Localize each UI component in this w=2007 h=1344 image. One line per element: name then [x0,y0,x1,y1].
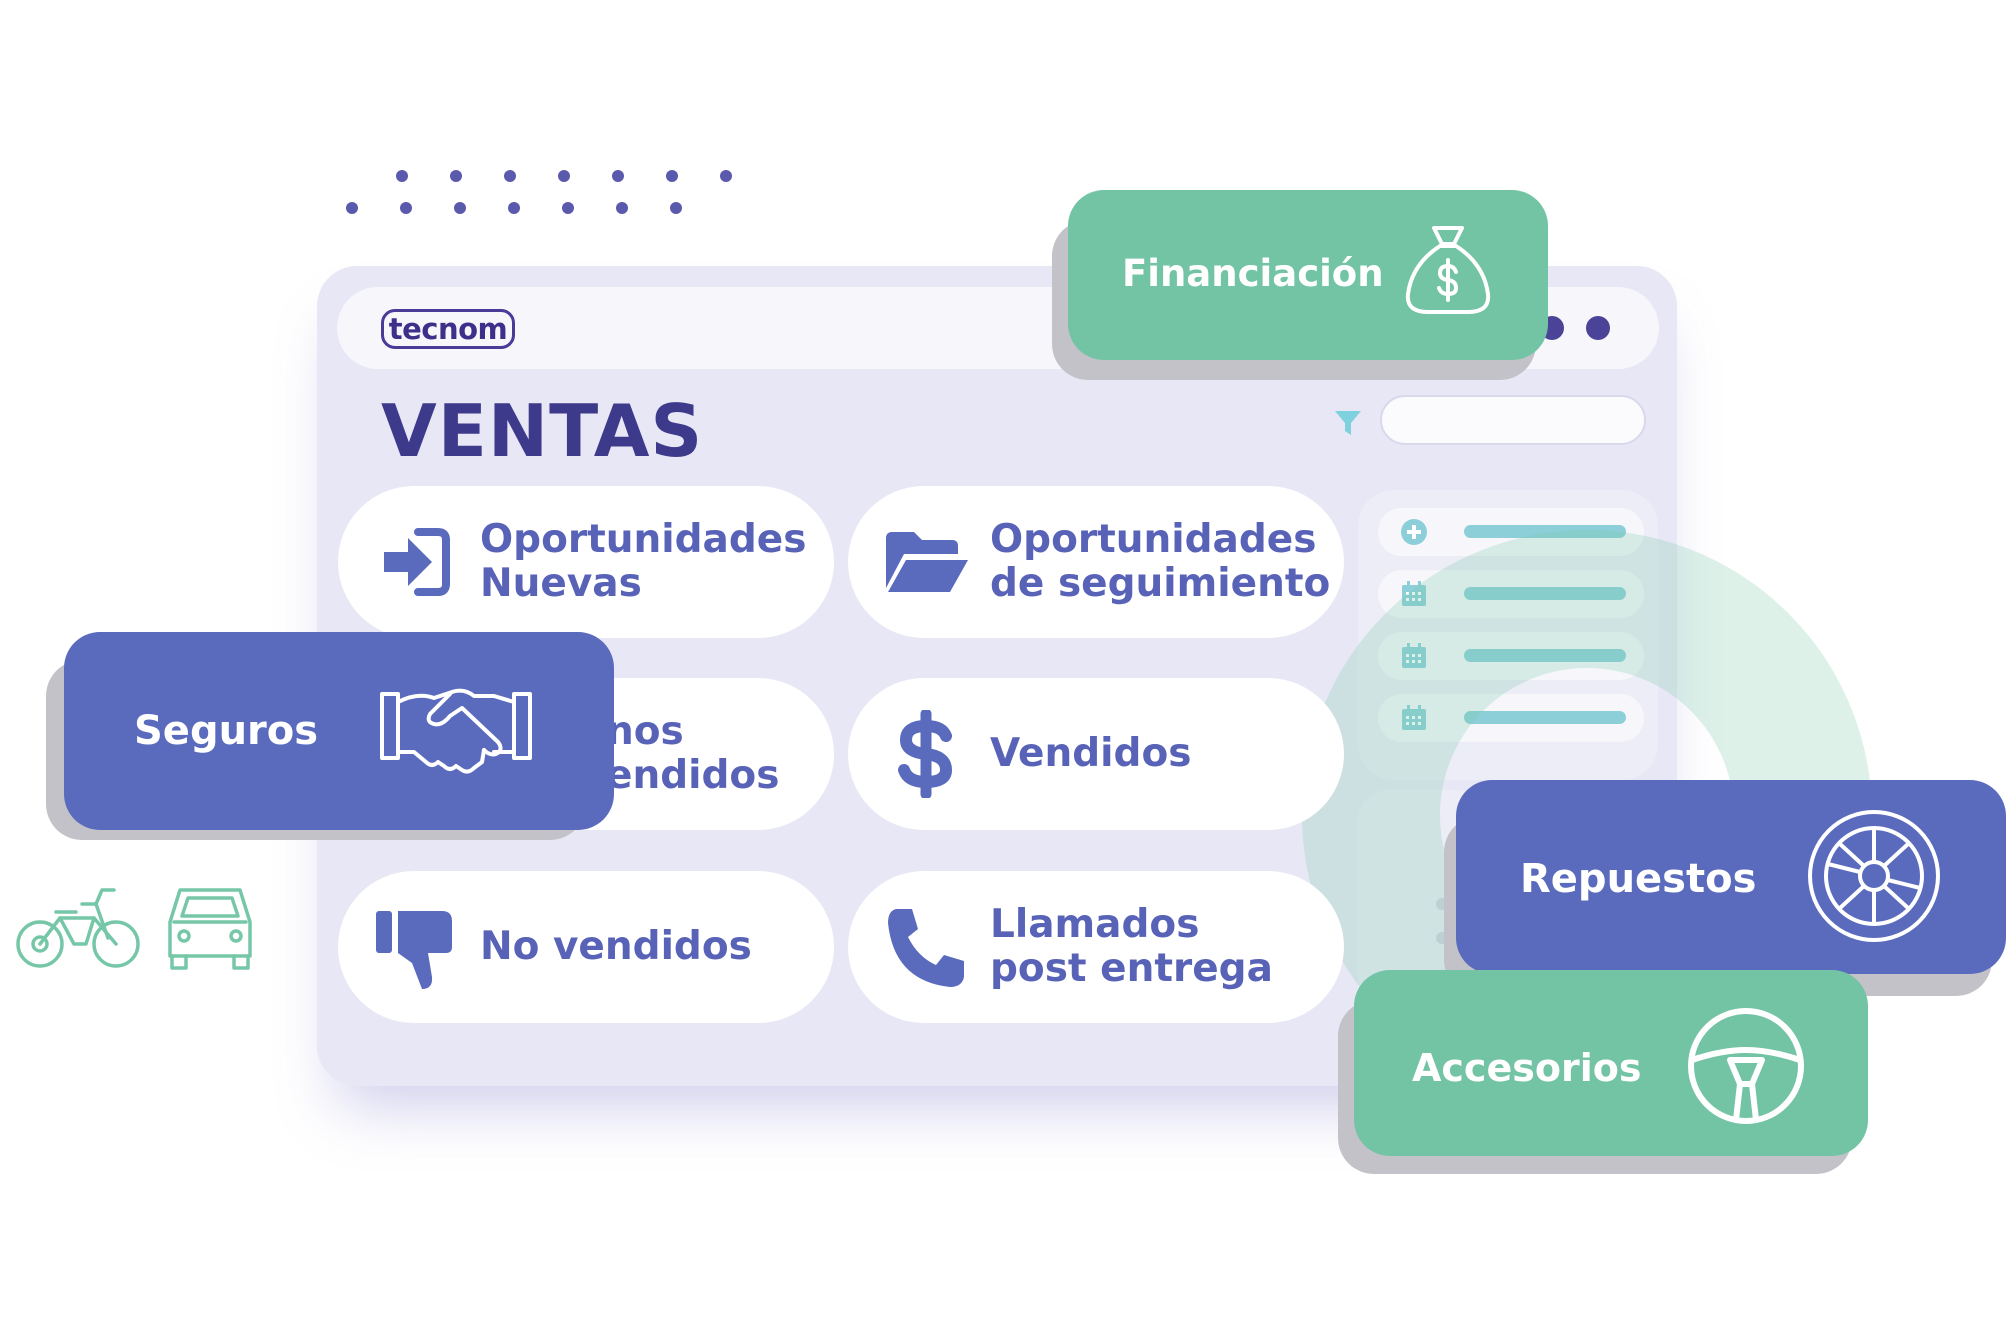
repuestos-card[interactable]: Repuestos [1456,780,2006,974]
menu-oportunidades-nuevas[interactable]: Oportunidades Nuevas [338,486,834,638]
seguros-label: Seguros [134,708,319,754]
phone-icon [888,909,964,987]
page-title: VENTAS [381,389,704,473]
motorcycle-icon [16,888,140,968]
window-control-dot[interactable] [1586,316,1610,340]
plus-circle-icon [1401,519,1427,545]
accesorios-label: Accesorios [1412,1046,1642,1090]
search-input[interactable] [1380,395,1646,445]
menu-label-line1: nos [606,709,684,754]
sign-in-icon [384,528,450,596]
menu-llamados-post-entrega[interactable]: Llamados post entrega [848,871,1344,1023]
handshake-icon [380,688,532,774]
financiacion-card[interactable]: Financiación [1068,190,1548,360]
car-icon [168,888,252,970]
menu-label-line2: post entrega [990,946,1273,991]
money-bag-icon [1405,226,1491,314]
filter-icon[interactable] [1333,408,1363,438]
tecnom-logo: tecnom [381,309,515,349]
menu-label-line2: endidos [606,753,780,798]
menu-vendidos[interactable]: Vendidos [848,678,1344,830]
menu-oportunidades-seguimiento[interactable]: Oportunidades de seguimiento [848,486,1344,638]
menu-label-line1: Oportunidades [990,517,1317,562]
dollar-icon [898,710,953,798]
financiacion-label: Financiación [1122,252,1384,295]
thumbs-down-icon [376,911,452,989]
menu-no-vendidos[interactable]: No vendidos [338,871,834,1023]
repuestos-label: Repuestos [1520,856,1757,902]
seguros-card[interactable]: Seguros [64,632,614,830]
menu-label-line2: de seguimiento [990,561,1331,606]
menu-label: Vendidos [990,731,1192,776]
menu-label-line1: Oportunidades [480,517,807,562]
wheel-icon [1808,810,1940,942]
menu-label-line2: Nuevas [480,561,642,606]
folder-open-icon [886,532,968,592]
menu-label-line1: Llamados [990,902,1200,947]
menu-label: No vendidos [480,924,752,969]
steering-wheel-icon [1688,1008,1804,1124]
accesorios-card[interactable]: Accesorios [1354,970,1868,1156]
